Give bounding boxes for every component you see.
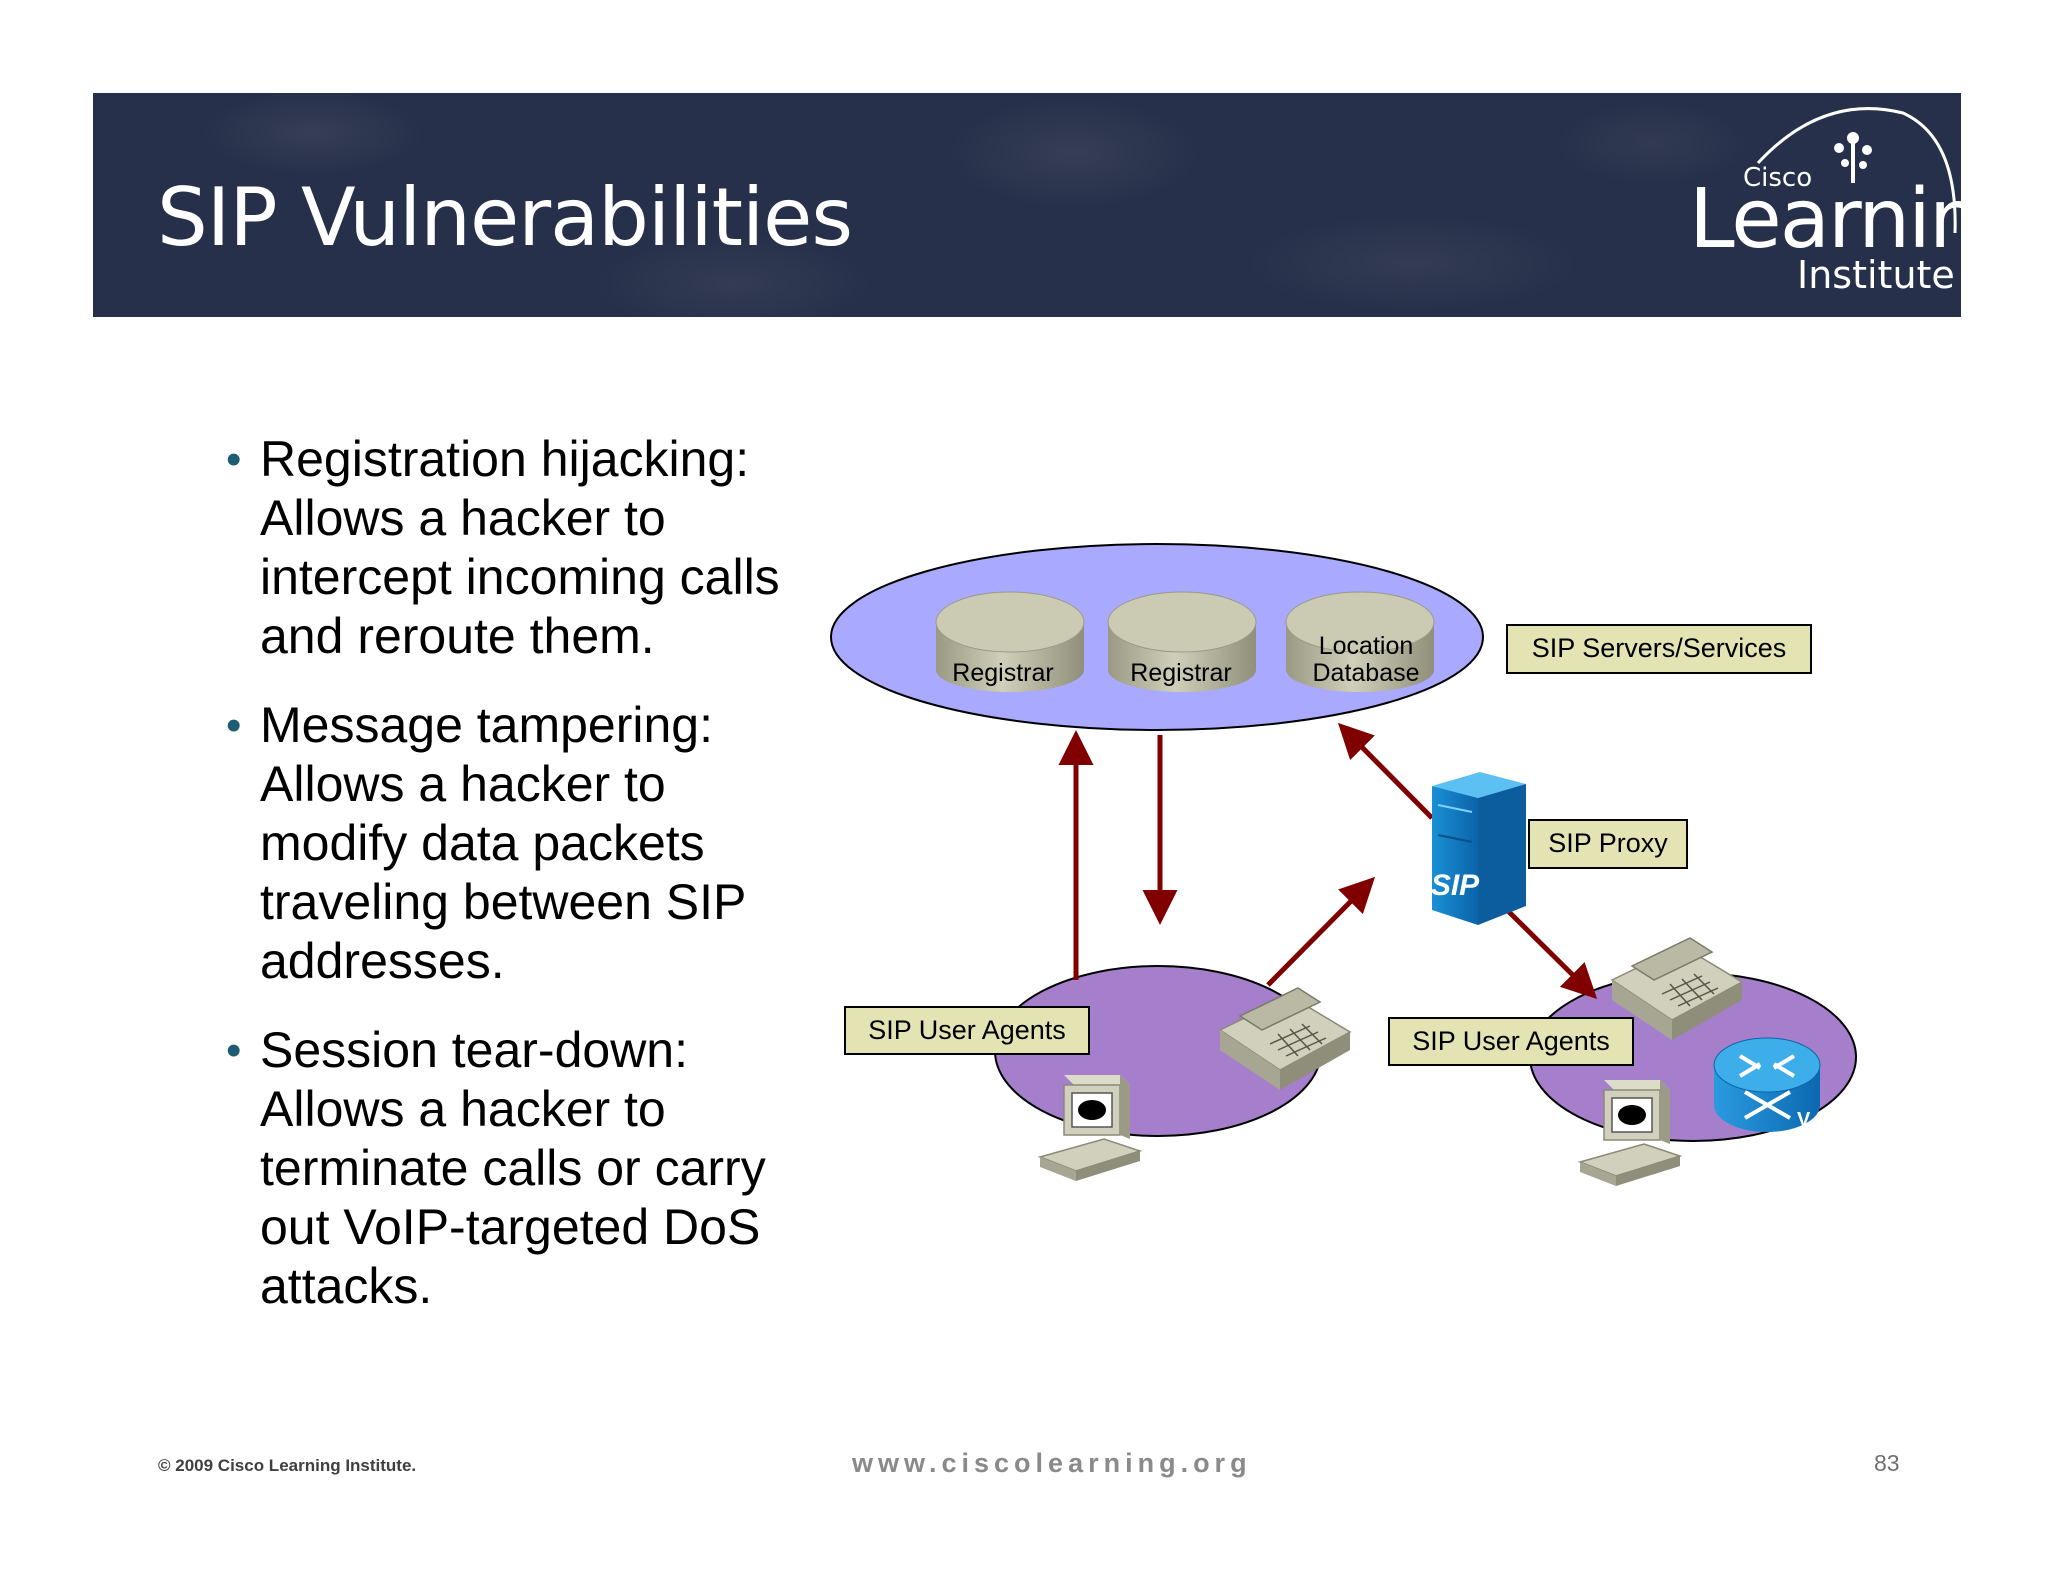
sip-servers-label-box: SIP Servers/Services xyxy=(1506,624,1812,674)
sip-servers-label: SIP Servers/Services xyxy=(1532,633,1787,663)
sip-proxy-label-box: SIP Proxy xyxy=(1528,819,1688,869)
logo-learning-text: Learning xyxy=(1689,172,1961,267)
bullet-item: • Session tear-down: Allows a hacker to t… xyxy=(220,1021,820,1316)
logo-cisco-text: Cisco xyxy=(1743,163,1813,193)
bullet-dot-icon: • xyxy=(226,1026,242,1075)
sip-proxy-icon-text: SIP xyxy=(1431,869,1480,902)
page-number: 83 xyxy=(1874,1450,1900,1476)
footer-url: www.ciscolearning.org xyxy=(852,1448,1252,1478)
bullet-list: • Registration hijacking: Allows a hacker… xyxy=(220,430,820,1346)
user-agents-right-label: SIP User Agents xyxy=(1412,1026,1610,1056)
voice-router-icon: V xyxy=(1713,1037,1821,1132)
bullet-text: Registration hijacking: Allows a hacker … xyxy=(260,431,780,664)
bullet-text: Message tampering: Allows a hacker to mo… xyxy=(260,697,746,989)
user-agents-right-label-box: SIP User Agents xyxy=(1388,1017,1634,1066)
registrar-2-label: Registrar xyxy=(1130,659,1231,687)
registrar-server-2: Registrar xyxy=(1107,591,1257,692)
slide-header: SIP Vulnerabilities Cisco Learning Insti… xyxy=(93,93,1961,317)
ip-phone-icon xyxy=(1610,937,1744,1040)
tree-icon xyxy=(1834,132,1872,183)
user-agents-left-label: SIP User Agents xyxy=(868,1015,1066,1045)
location-database-label-line2: Database xyxy=(1312,659,1419,687)
location-database-label-line1: Location xyxy=(1319,632,1414,660)
footer-copyright: © 2009 Cisco Learning Institute. xyxy=(158,1456,417,1475)
ip-phone-icon xyxy=(1218,987,1352,1090)
user-agents-left-label-box: SIP User Agents xyxy=(844,1006,1090,1055)
bullet-dot-icon: • xyxy=(226,701,242,750)
pc-workstation-icon xyxy=(1037,1075,1143,1181)
arrow-proxy-to-location-db xyxy=(1337,722,1434,820)
bullet-text: Session tear-down: Allows a hacker to te… xyxy=(260,1022,766,1314)
svg-text:V: V xyxy=(1797,1109,1811,1131)
sip-proxy-label: SIP Proxy xyxy=(1548,828,1668,858)
cisco-learning-institute-logo: Cisco Learning Institute xyxy=(1583,93,1961,317)
bullet-item: • Registration hijacking: Allows a hacker… xyxy=(220,430,820,666)
bullet-item: • Message tampering: Allows a hacker to m… xyxy=(220,696,820,991)
pc-workstation-icon xyxy=(1577,1080,1683,1186)
location-database-server: Location Database xyxy=(1285,591,1435,692)
bullet-dot-icon: • xyxy=(226,435,242,484)
registrar-server-1: Registrar xyxy=(935,591,1085,692)
logo-institute-text: Institute xyxy=(1797,253,1955,297)
arrow-proxy-to-right-agents xyxy=(1503,906,1598,1000)
logo-arc-graphic xyxy=(1756,107,1957,234)
slide-title: SIP Vulnerabilities xyxy=(157,171,853,264)
registrar-1-label: Registrar xyxy=(952,659,1053,687)
sip-proxy-server-icon: SIP xyxy=(1431,772,1526,925)
arrow-phone-to-proxy xyxy=(1266,876,1376,987)
